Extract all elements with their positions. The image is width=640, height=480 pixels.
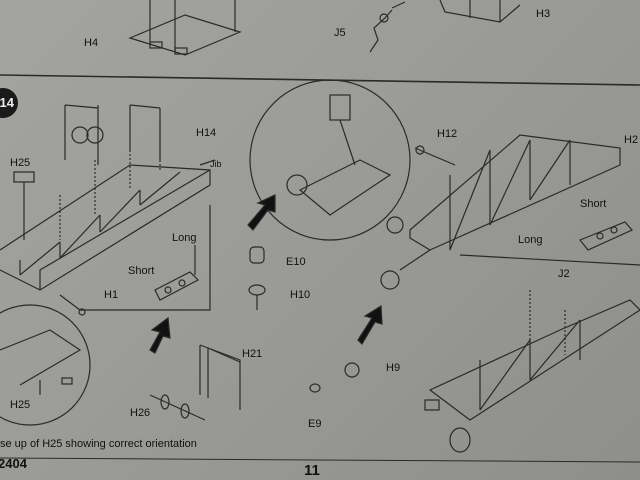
part-h1 xyxy=(59,294,86,316)
label-h21: H21 xyxy=(242,348,263,360)
label-h2: H2 xyxy=(624,134,639,146)
label-long-left: Long xyxy=(172,232,197,244)
label-short-right: Short xyxy=(580,198,607,210)
crank-j5 xyxy=(369,1,406,53)
page-number: 11 xyxy=(304,462,320,479)
label-e9: E9 xyxy=(308,418,322,430)
detail-circle-center xyxy=(249,79,411,241)
label-short-left: Short xyxy=(128,265,155,277)
label-h3: H3 xyxy=(536,8,551,20)
jib-frame-right xyxy=(380,134,621,290)
jib-frame-left xyxy=(0,120,216,291)
label-j5: J5 xyxy=(334,27,346,39)
label-h26: H26 xyxy=(130,407,151,419)
label-h14: H14 xyxy=(196,127,217,139)
footer-divider xyxy=(0,457,640,463)
closeup-caption: se up of H25 showing correct orientation xyxy=(0,438,197,450)
arrow-up-right-middle xyxy=(357,304,383,345)
label-e10: E10 xyxy=(286,256,306,268)
post-pair-h14 xyxy=(64,104,161,165)
label-h12: H12 xyxy=(437,128,458,140)
label-long-right: Long xyxy=(518,234,543,246)
label-h25: H25 xyxy=(10,157,31,169)
arrow-up-right-top xyxy=(247,194,276,231)
label-h25-closeup: H25 xyxy=(10,399,31,411)
plate-long-short-right xyxy=(459,221,640,266)
part-e9 xyxy=(309,383,321,393)
label-jib: Jib xyxy=(210,159,222,169)
bracket-h21 xyxy=(199,344,241,410)
plate-long-short-left xyxy=(80,205,211,311)
label-j2: J2 xyxy=(558,268,570,280)
footer-code: 2404 xyxy=(0,456,27,471)
part-h10 xyxy=(248,284,266,310)
top-frame-h3 xyxy=(439,0,521,23)
arrow-up-left-bottom xyxy=(149,316,171,354)
label-h4: H4 xyxy=(84,37,99,49)
part-h9 xyxy=(344,362,360,378)
lower-frame-right xyxy=(424,290,640,453)
closeup-circle-left xyxy=(0,304,91,426)
step-divider-line xyxy=(0,74,640,86)
label-h1: H1 xyxy=(104,289,119,301)
step-number-badge: 14 xyxy=(0,88,18,118)
axle-h26 xyxy=(149,394,206,421)
label-h10: H10 xyxy=(290,289,311,301)
top-frame-h4 xyxy=(128,0,242,56)
part-e10 xyxy=(249,246,265,264)
part-h25 xyxy=(13,171,35,240)
label-h9: H9 xyxy=(386,362,401,374)
